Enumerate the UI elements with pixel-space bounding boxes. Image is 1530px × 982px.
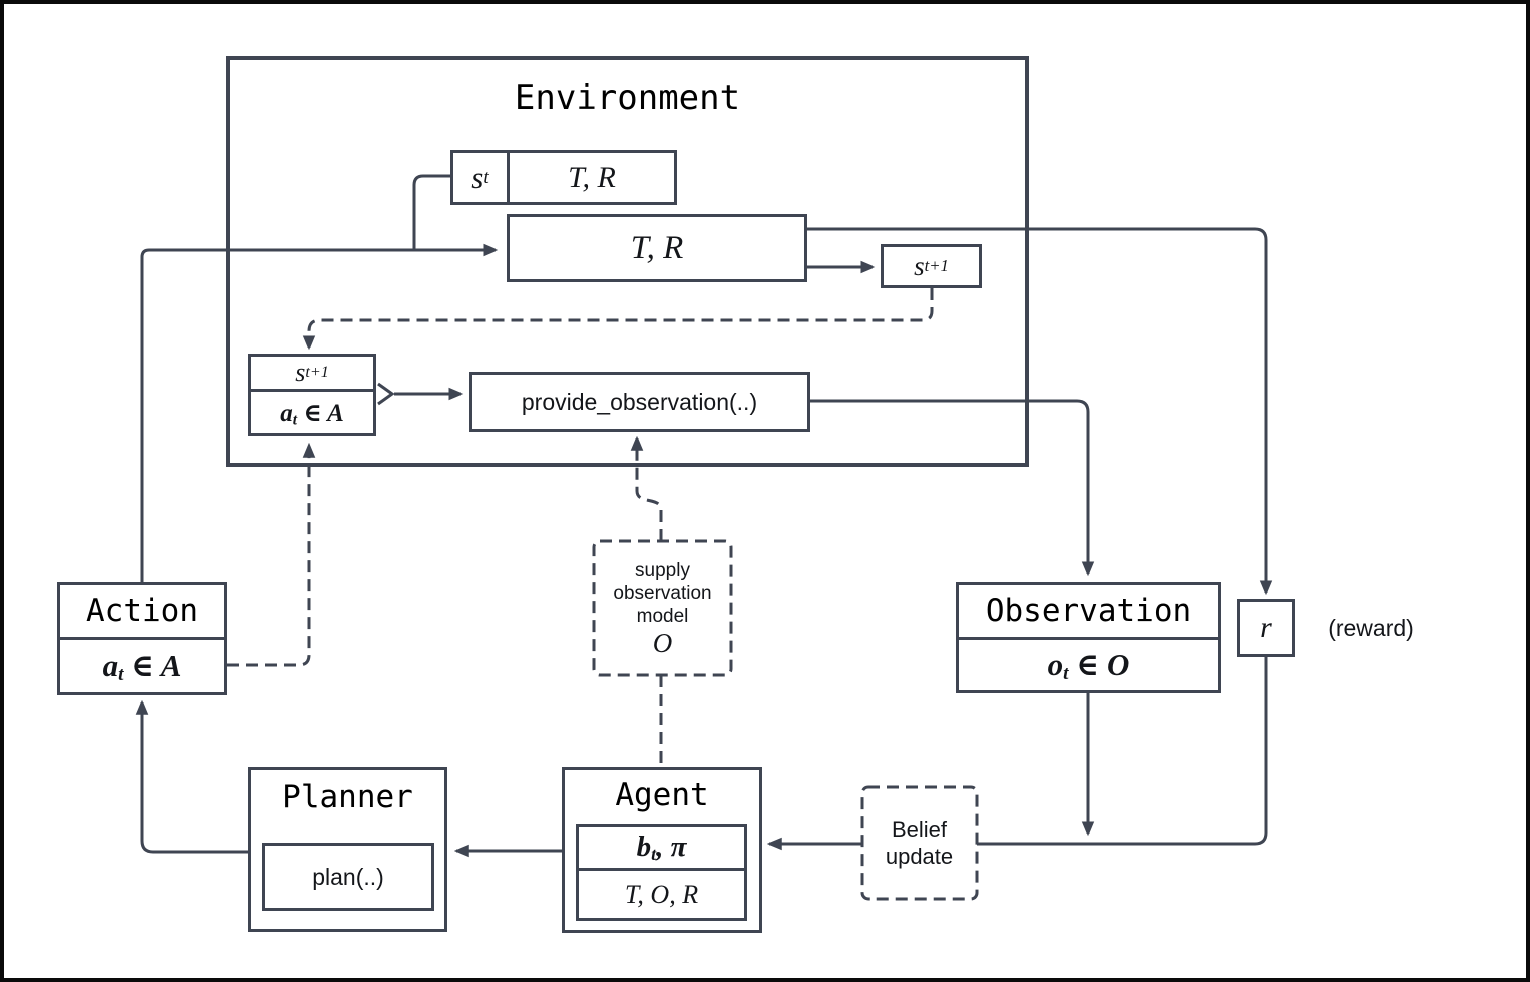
supply-line2: observation	[613, 582, 712, 604]
action-row: at ∈ A	[251, 389, 373, 433]
reward-box: r	[1237, 599, 1295, 657]
observation-model-symbol: O	[652, 627, 673, 658]
wire-supply-model-to-provide-observation	[630, 435, 663, 541]
transition-box: T, R	[507, 214, 807, 282]
supply-line3: model	[636, 605, 689, 627]
action-value: at ∈ A	[60, 637, 224, 692]
connector-lines	[135, 174, 1273, 901]
belief-line1: Belief	[891, 817, 948, 842]
belief-update-note-box	[860, 785, 979, 901]
agent-title: Agent	[615, 777, 709, 813]
wire-reward-to-belief-update	[974, 657, 1268, 846]
models-row: T, O, R	[579, 868, 744, 918]
plan-method-box: plan(..)	[262, 843, 434, 911]
wire-provide-observation-to-observation	[810, 399, 1095, 577]
action-box: Action at ∈ A	[57, 582, 227, 695]
belief-line2: update	[885, 844, 954, 869]
supply-line1: supply	[635, 559, 690, 581]
model-cell: T, R	[507, 153, 674, 202]
wire-next-state-to-state-action	[302, 288, 934, 351]
observation-title: Observation	[985, 593, 1192, 629]
environment-box	[226, 56, 1029, 467]
provide-observation-box: provide_observation(..)	[469, 372, 810, 432]
wire-action-to-state-action	[227, 442, 316, 667]
agent-box: Agent bt, π T, O, R	[562, 767, 762, 933]
planner-title: Planner	[282, 779, 413, 815]
planner-box: Planner plan(..)	[248, 767, 447, 932]
belief-update-note: Belief update	[862, 787, 977, 899]
wire-state-to-transition-join	[412, 174, 450, 249]
agent-state-box: bt, π T, O, R	[576, 824, 747, 921]
observation-box: Observation ot ∈ O	[956, 582, 1221, 693]
observation-value: ot ∈ O	[959, 637, 1218, 690]
action-title: Action	[86, 593, 198, 629]
wire-planner-to-action	[135, 699, 248, 854]
merge-chevron-icon	[377, 382, 395, 406]
reward-caption: (reward)	[1328, 614, 1414, 641]
wire-transition-to-reward	[807, 227, 1273, 596]
environment-title: Environment	[514, 78, 741, 118]
supply-observation-note: supply observation model O	[594, 541, 731, 675]
wire-action-to-transition	[140, 243, 499, 582]
belief-row: bt, π	[636, 831, 687, 864]
supply-observation-note-box	[592, 539, 733, 677]
